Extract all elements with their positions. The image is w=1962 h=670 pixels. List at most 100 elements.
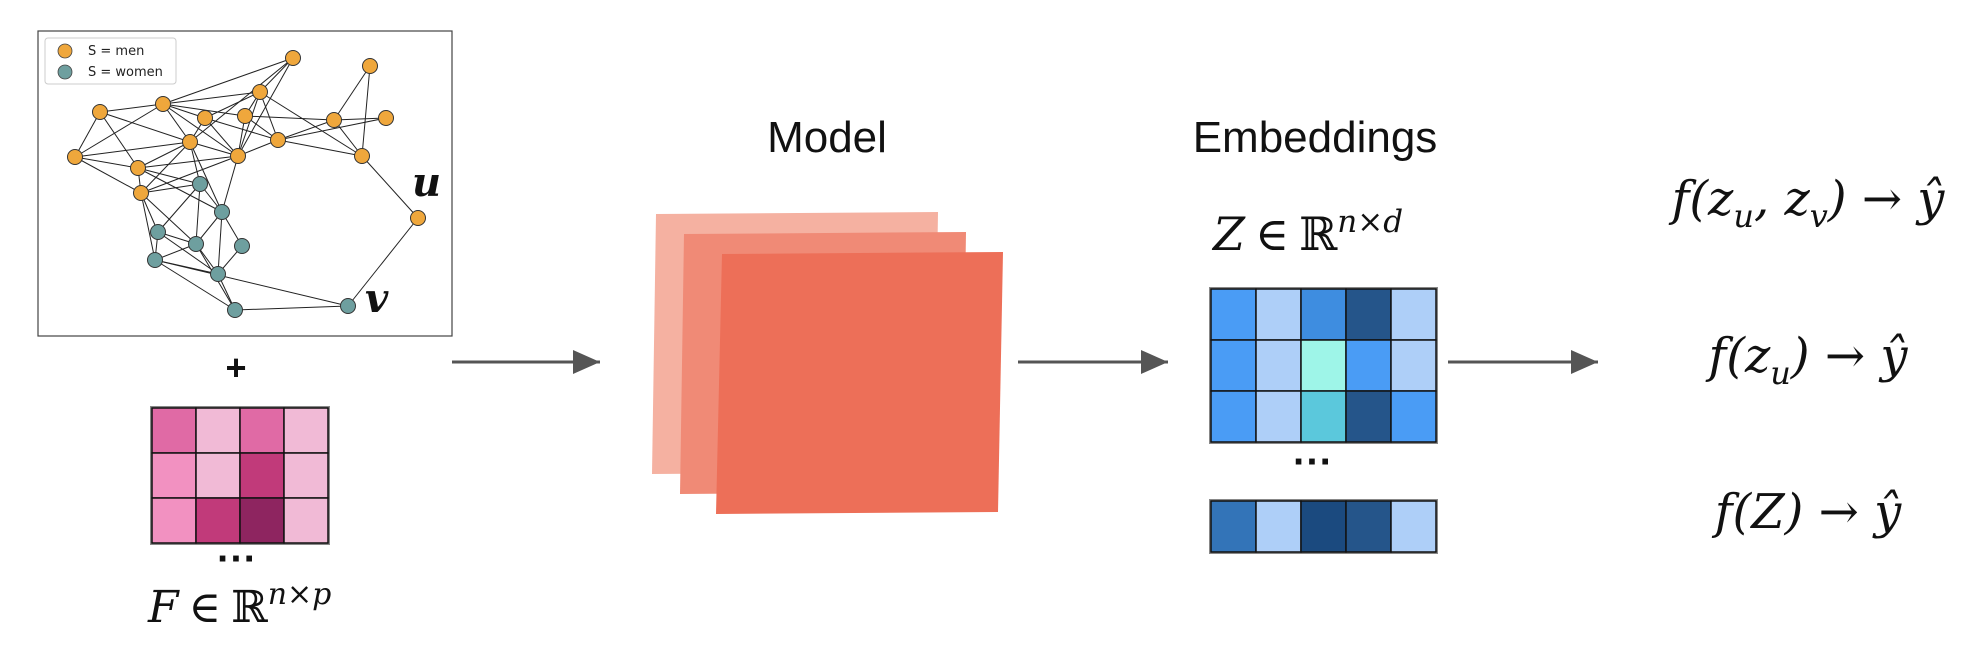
graph-edge (162, 103, 246, 117)
matrix-cell (1390, 339, 1437, 392)
graph-node (192, 176, 208, 192)
feature-ellipsis: ··· (217, 537, 257, 581)
graph-edge (74, 103, 164, 158)
matrix-cell (1255, 390, 1302, 443)
graph-node (362, 58, 378, 74)
graph-edge (74, 111, 101, 158)
matrix-cell (239, 452, 285, 499)
matrix-cell (1300, 288, 1347, 341)
matrix-cell (1390, 390, 1437, 443)
matrix-cell (1255, 339, 1302, 392)
graph-node (354, 148, 370, 164)
graph-edge (154, 259, 236, 311)
graph-edge (140, 192, 197, 245)
graph-edge (162, 57, 294, 105)
matrix-cell (1390, 288, 1437, 341)
matrix-cell (151, 497, 197, 544)
matrix-cell (1300, 500, 1347, 553)
graph-edge (195, 183, 201, 245)
graph-edge (154, 259, 349, 307)
matrix-cell (1345, 339, 1392, 392)
legend-box (44, 37, 177, 85)
feature-matrix (150, 406, 330, 545)
graph-node (130, 160, 146, 176)
graph-edge (140, 183, 201, 194)
graph-node (210, 266, 226, 282)
graph-node (133, 185, 149, 201)
graph-edge (361, 155, 419, 219)
matrix-cell (151, 452, 197, 499)
output-graph-prediction: f(Z) → ŷ (1712, 484, 1902, 540)
graph-edge (244, 115, 335, 121)
matrix-cell (1210, 339, 1257, 392)
graph-edge (234, 305, 349, 311)
graph-node (188, 236, 204, 252)
graph-node (285, 50, 301, 66)
matrix-cell (239, 497, 285, 544)
embedding-ellipsis: ··· (1293, 440, 1333, 484)
model-layer-front (716, 252, 1003, 514)
matrix-cell (1345, 500, 1392, 553)
matrix-cell (1255, 500, 1302, 553)
graph-edge (204, 91, 261, 119)
graph-edge (140, 192, 156, 261)
graph-nodes (67, 50, 426, 318)
matrix-cell (239, 407, 285, 454)
matrix-cell (283, 497, 329, 544)
matrix-cell (1300, 390, 1347, 443)
embeddings-formula: Z∈ℝn×d (1211, 204, 1403, 261)
graph-edge (99, 111, 139, 169)
graph-edge (204, 117, 279, 141)
graph-legend: S = men S = women (44, 37, 177, 85)
graph-edge (333, 65, 371, 121)
embedding-last-row (1209, 499, 1438, 554)
legend-label-women: S = women (88, 65, 163, 80)
graph-edge (333, 117, 387, 121)
graph-edge (157, 183, 201, 233)
graph-edge (137, 155, 239, 169)
legend-marker-women (57, 64, 73, 80)
matrix-cell (1210, 390, 1257, 443)
graph-edge (140, 155, 239, 194)
legend-marker-men (57, 43, 73, 59)
embeddings-title: Embeddings (1193, 113, 1438, 162)
matrix-cell (1390, 500, 1437, 553)
matrix-cell (1345, 288, 1392, 341)
graph-edge (74, 156, 139, 169)
graph-panel: S = men S = women u v (37, 30, 453, 337)
graph-edge (162, 103, 239, 157)
graph-edge (157, 231, 219, 275)
matrix-cell (1255, 288, 1302, 341)
node-u-label: u (412, 159, 441, 206)
graph-node (92, 104, 108, 120)
graph-node (252, 84, 268, 100)
feature-formula: F∈ℝn×p (147, 577, 331, 633)
graph-node (147, 252, 163, 268)
graph-edge (137, 167, 201, 185)
graph-edge (189, 57, 294, 143)
graph-node (214, 204, 230, 220)
matrix-cell (195, 407, 241, 454)
graph-edge (361, 65, 371, 157)
outputs: f(zu, zv) → ŷ f(zu) → ŷ f(Z) → ŷ (1669, 171, 1946, 540)
embedding-matrix (1209, 287, 1438, 444)
matrix-cell (1210, 500, 1257, 553)
graph-node (182, 134, 198, 150)
graph-edge (221, 155, 239, 213)
graph-edge (99, 111, 191, 143)
graph-edge (162, 91, 261, 105)
graph-node (326, 112, 342, 128)
graph-edge (74, 141, 191, 158)
graph-edge (140, 141, 191, 194)
graph-node (150, 224, 166, 240)
graph-edge (99, 103, 164, 113)
graph-edge (204, 117, 239, 157)
output-node-prediction: f(zu) → ŷ (1706, 328, 1909, 392)
matrix-cell (151, 407, 197, 454)
graph-node (237, 108, 253, 124)
graph-node (234, 238, 250, 254)
graph-edge (259, 91, 279, 141)
graph-edge (347, 217, 419, 307)
graph-edge (277, 139, 363, 157)
matrix-cell (195, 452, 241, 499)
